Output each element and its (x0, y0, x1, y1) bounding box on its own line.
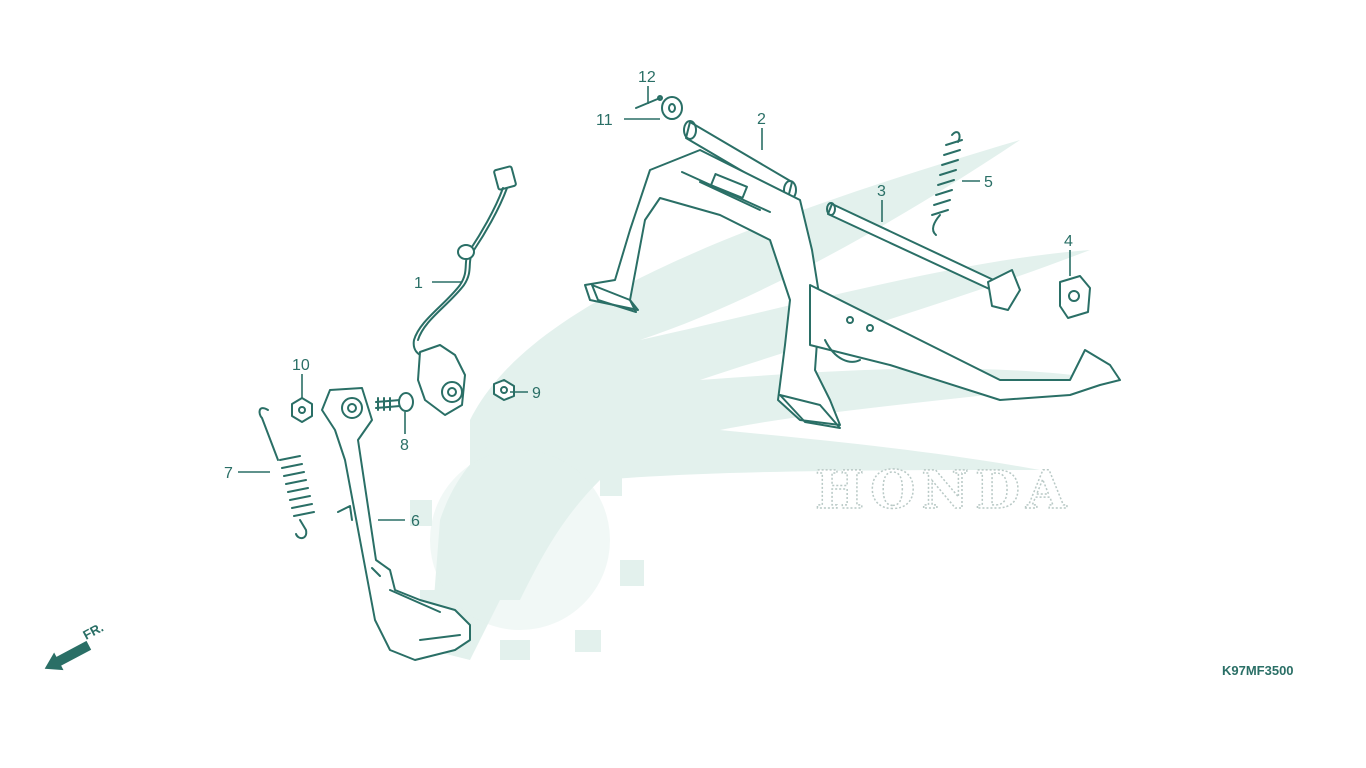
leader-lines (238, 86, 1071, 521)
callout-8: 8 (400, 437, 409, 454)
callout-5: 5 (984, 174, 993, 191)
pivot-bolt (375, 392, 414, 412)
callout-6: 6 (411, 513, 420, 530)
main-stand (584, 120, 841, 429)
side-stand-switch (412, 165, 517, 416)
diagram-code: K97MF3500 (1222, 663, 1294, 678)
callout-7: 7 (224, 465, 233, 482)
callout-9: 9 (532, 385, 541, 402)
main-stand-spring (931, 131, 963, 236)
cotter-pin (635, 95, 663, 109)
washer (661, 96, 683, 120)
callout-10: 10 (292, 357, 310, 374)
hex-nut (291, 397, 313, 423)
callout-2: 2 (757, 111, 766, 128)
side-stand (321, 387, 471, 661)
callout-numbers: 1 2 3 4 5 6 7 8 9 10 11 12 (224, 69, 1073, 530)
lock-nut (493, 379, 515, 401)
callout-4: 4 (1064, 233, 1073, 250)
front-direction-arrow: FR. (44, 620, 106, 671)
callout-11: 11 (596, 112, 613, 129)
stand-pivot-shaft (826, 202, 1021, 311)
collar-part (1059, 275, 1091, 319)
front-direction-label: FR. (80, 620, 106, 643)
callout-3: 3 (877, 183, 886, 200)
callout-1: 1 (414, 275, 423, 292)
main-stand-pedal-arm (809, 284, 1121, 401)
callout-12: 12 (638, 69, 656, 86)
side-stand-spring (258, 407, 315, 540)
honda-watermark-text: HONDA (815, 460, 1072, 521)
